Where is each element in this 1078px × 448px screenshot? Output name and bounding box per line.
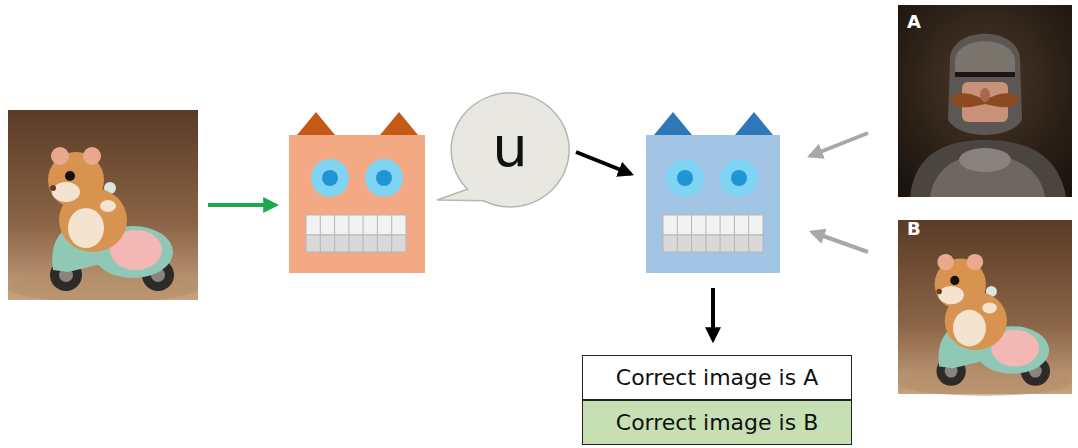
listener-robot-part [654,112,692,135]
answer-text: Correct image is A [616,365,818,390]
listener-robot-part [677,170,693,186]
speaker-robot-part [320,215,391,252]
output-arrow [711,288,715,340]
answer-box: Correct image is A [582,355,852,400]
candidate-image-a-part [959,148,1011,172]
speaker-robot-part [311,159,349,197]
input-image [8,110,198,302]
image-letter: B [907,218,921,239]
image-label-box: B [898,212,1072,402]
candidate-arrow [812,232,868,252]
listener-robot-part [735,112,773,135]
candidate-image-a-part [955,41,1015,72]
speaker-robot-part [306,235,406,252]
speaker-robot-part [365,159,403,197]
speaker-robot-part [289,135,425,273]
speaker-robot-part [297,112,335,135]
input-arrow [208,203,276,207]
candidate-image-a-part [955,72,1015,77]
candidate-image-a-part [898,5,1072,197]
input-image-part [8,110,198,302]
candidate-image-a-part [980,88,990,102]
speaker-robot-part [322,170,338,186]
listener-robot-part [663,235,763,252]
candidate-image-a [898,5,1072,197]
candidate-image-a-part [948,34,1022,135]
answer-box: Correct image is B [582,400,852,445]
listener-robot [646,112,780,273]
candidate-image-a-part [910,140,1066,197]
answer-text: Correct image is B [616,410,818,435]
speaker-robot-part [380,112,418,135]
listener-robot-part [666,159,704,197]
image-label-box: A [898,5,1072,197]
speech-bubble-shape [437,93,569,207]
speaker-robot-part [306,215,406,235]
speaker-robot-part [376,170,392,186]
speech-bubble: u [450,92,570,208]
image-letter: A [907,11,921,32]
candidate-image-b [898,220,1072,396]
candidate-arrow [810,133,868,156]
listener-robot-part [731,170,747,186]
message-symbol: u [492,119,528,175]
speaker-robot [289,112,425,273]
listener-robot-part [663,215,763,235]
listener-robot-part [646,135,780,273]
listener-robot-part [720,159,758,197]
listener-robot-part [677,215,748,252]
candidate-image-b-part [898,220,1072,396]
message-arrow [576,152,631,174]
